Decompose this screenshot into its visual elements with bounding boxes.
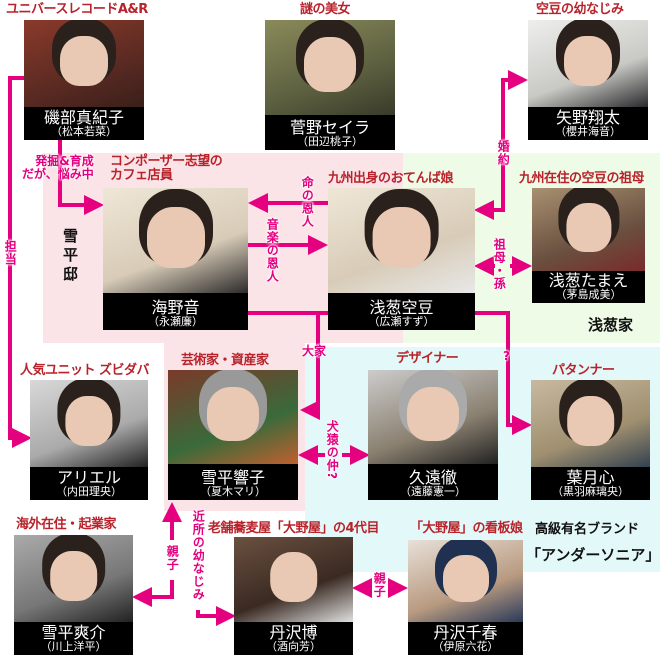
actor-name: （松本若菜）: [51, 125, 117, 139]
brand-label: 高級有名ブランド: [535, 522, 640, 537]
character-name: 雪平爽介: [41, 622, 106, 642]
character-card-yukihira-sosuke[interactable]: 雪平爽介（川上洋平）: [14, 535, 133, 655]
portrait-photo: [30, 380, 148, 467]
role-label: 九州出身のおてんば娘: [328, 171, 454, 186]
role-label: 謎の美女: [300, 2, 351, 17]
arrow-oyako1-left: [132, 580, 174, 607]
relation-label-ongaku: 音楽の恩人: [265, 218, 280, 283]
actor-name: （伊原六花）: [432, 640, 499, 654]
portrait-photo: [528, 20, 648, 107]
character-name: 浅葱たまえ: [548, 270, 629, 290]
relation-label-ooya: 大家: [302, 344, 327, 358]
character-card-yukihira-kyoko[interactable]: 雪平響子（夏木マリ）: [168, 370, 298, 500]
character-name: 浅葱空豆: [369, 297, 434, 317]
character-name: 菅野セイラ: [289, 117, 370, 137]
character-card-tanzawa-chiharu[interactable]: 丹沢千春（伊原六花）: [408, 540, 523, 655]
relation-label-sobo: 祖母・孫: [492, 238, 507, 290]
asagi-house-label: 浅葱家: [588, 316, 634, 334]
relation-label-kinjo: 近所の幼なじみ: [191, 510, 206, 601]
role-label: 九州在住の空豆の祖母: [519, 171, 645, 186]
relation-label-inochi: 命の恩人: [300, 176, 315, 228]
portrait-photo: [24, 20, 144, 107]
character-card-ariel[interactable]: アリエル（内田理央）: [30, 380, 148, 500]
portrait-photo: [103, 188, 248, 293]
arrow-konyaku-up: [501, 70, 528, 145]
actor-name: （田辺桃子）: [297, 135, 363, 149]
relation-label-tanto: 担当: [3, 240, 18, 266]
character-name: 葉月心: [566, 467, 615, 487]
role-label: パタンナー: [552, 363, 615, 378]
portrait-photo: [234, 537, 353, 622]
character-card-isobe[interactable]: 磯部真紀子（松本若菜）: [24, 20, 144, 140]
portrait-photo: [328, 188, 475, 293]
portrait-photo: [532, 188, 645, 272]
role-label: ユニバースレコードA&R: [6, 2, 148, 17]
relation-label-oyako2: 親子: [372, 572, 387, 598]
character-name: 海野音: [151, 297, 200, 317]
relation-label-kenen: 犬猿の仲?: [325, 420, 340, 480]
portrait-photo: [168, 370, 298, 464]
character-name: 磯部真紀子: [43, 107, 124, 127]
actor-name: （夏木マリ）: [200, 485, 266, 499]
relation-label-konyaku: 婚約: [496, 140, 511, 166]
relation-label-hakkutsu: 発掘&育成 だが、悩み中: [22, 154, 94, 182]
actor-name: （櫻井海音）: [555, 125, 621, 139]
role-label: デザイナー: [396, 351, 459, 366]
brand-name: 「アンダーソニア」: [526, 546, 660, 564]
actor-name: （黒羽麻璃央）: [552, 485, 629, 499]
actor-name: （遠藤憲一）: [400, 485, 466, 499]
character-name: 丹沢博: [269, 622, 318, 642]
actor-name: （川上洋平）: [40, 640, 107, 654]
character-card-hazuki[interactable]: 葉月心（黒羽麻璃央）: [531, 380, 650, 500]
character-card-asagi-tamae[interactable]: 浅葱たまえ（茅島成美）: [532, 188, 645, 303]
portrait-photo: [14, 535, 133, 622]
character-name: 雪平響子: [200, 467, 265, 487]
role-label: 老舗蕎麦屋「大野屋」の4代目: [208, 521, 380, 536]
character-card-kuon[interactable]: 久遠徹（遠藤憲一）: [368, 370, 498, 500]
portrait-photo: [531, 380, 650, 467]
character-card-tanzawa-hiroshi[interactable]: 丹沢博（酒向芳）: [234, 537, 353, 655]
actor-name: （茅島成美）: [555, 288, 622, 302]
character-name: 久遠徹: [408, 467, 457, 487]
relation-label-question: ?: [503, 349, 510, 363]
actor-name: （広瀬すず）: [368, 315, 435, 329]
character-card-asagi-sora[interactable]: 浅葱空豆（広瀬すず）: [328, 188, 475, 330]
role-label: 海外在住・起業家: [16, 517, 117, 532]
portrait-photo: [408, 540, 523, 622]
arrow-kinjo: [196, 606, 236, 626]
role-label: 「大野屋」の看板娘: [410, 521, 523, 536]
role-label: 芸術家・資産家: [181, 353, 269, 368]
portrait-photo: [368, 370, 498, 464]
character-name: 丹沢千春: [433, 622, 498, 642]
character-card-sugano[interactable]: 菅野セイラ（田辺桃子）: [265, 20, 395, 150]
character-name: 矢野翔太: [555, 107, 620, 127]
role-label: コンポーザー志望の カフェ店員: [110, 154, 223, 184]
role-label: 人気ユニット ズビダバ: [20, 363, 150, 378]
actor-name: （永瀬廉）: [148, 315, 203, 329]
character-name: アリエル: [56, 467, 121, 487]
character-card-yano[interactable]: 矢野翔太（櫻井海音）: [528, 20, 648, 140]
character-card-kaino-oto[interactable]: 海野音（永瀬廉）: [103, 188, 248, 330]
relation-label-oyako1: 親子: [165, 545, 180, 571]
portrait-photo: [265, 20, 395, 115]
role-label: 空豆の幼なじみ: [536, 2, 624, 17]
actor-name: （内田理央）: [56, 485, 122, 499]
actor-name: （酒向芳）: [266, 640, 321, 654]
yukihira-house-label: 雪平邸: [61, 228, 79, 285]
